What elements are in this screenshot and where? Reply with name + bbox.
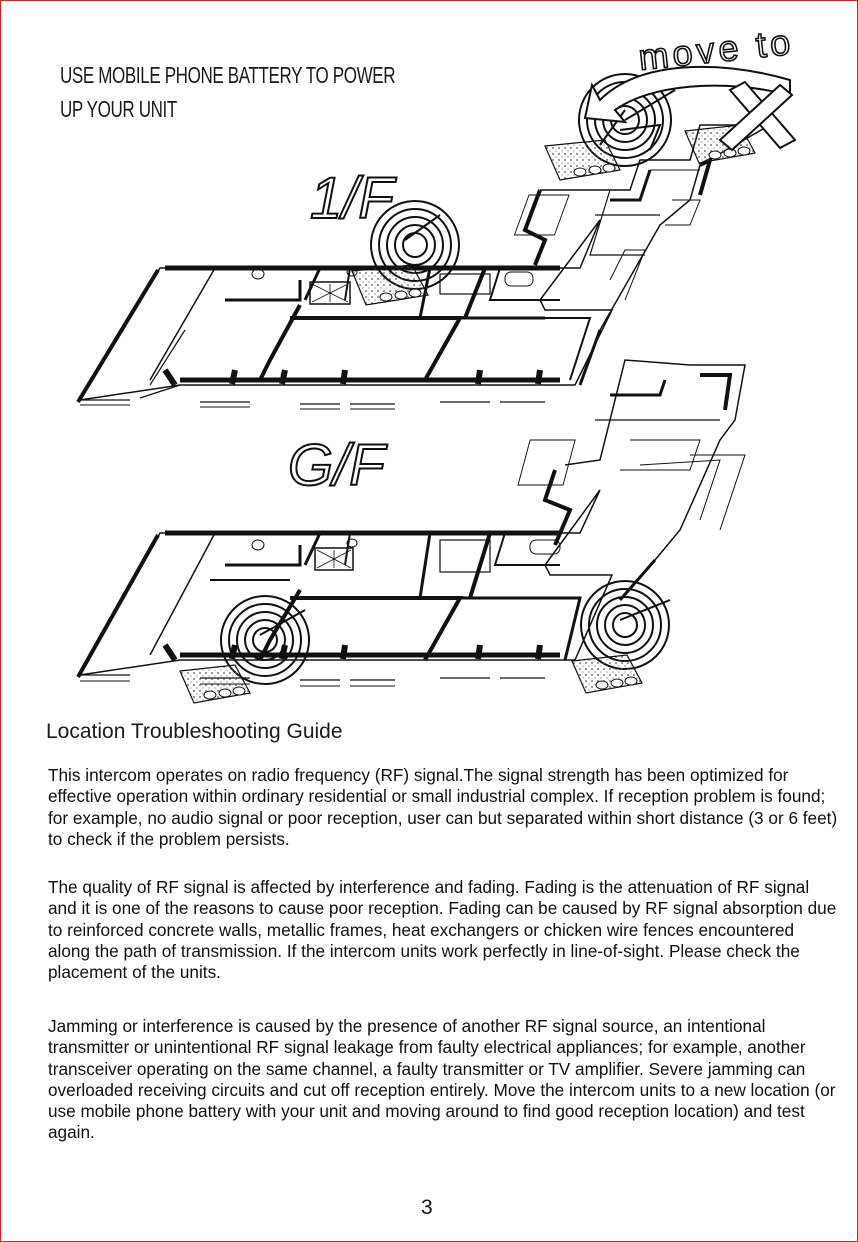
cross-mark-icon	[718, 80, 797, 152]
intercom-unit-icon	[351, 264, 429, 306]
upper-floor-plan	[76, 123, 773, 410]
guide-paragraph: The quality of RF signal is affected by …	[48, 877, 837, 983]
intercom-unit-icon	[544, 139, 621, 181]
intercom-unit-icon	[179, 664, 251, 704]
intercom-unit-icons	[179, 124, 756, 704]
ground-floor-label: G/F	[288, 433, 388, 498]
upper-floor-label: 1/F	[310, 166, 397, 231]
ground-floor-plan	[76, 359, 746, 687]
power-note-line-2: UP YOUR UNIT	[60, 96, 177, 122]
guide-title: Location Troubleshooting Guide	[46, 720, 343, 743]
floor-plan-diagram: move to 1/F G/F	[76, 20, 797, 704]
page-number: 3	[421, 1196, 433, 1219]
move-to-label: move to	[637, 21, 796, 78]
guide-paragraph: This intercom operates on radio frequenc…	[48, 765, 838, 849]
intercom-unit-icon	[571, 654, 643, 694]
power-note-line-1: USE MOBILE PHONE BATTERY TO POWER	[60, 62, 396, 88]
guide-paragraph: Jamming or interference is caused by the…	[48, 1016, 836, 1143]
power-note: USE MOBILE PHONE BATTERY TO POWER UP YOU…	[60, 58, 504, 126]
